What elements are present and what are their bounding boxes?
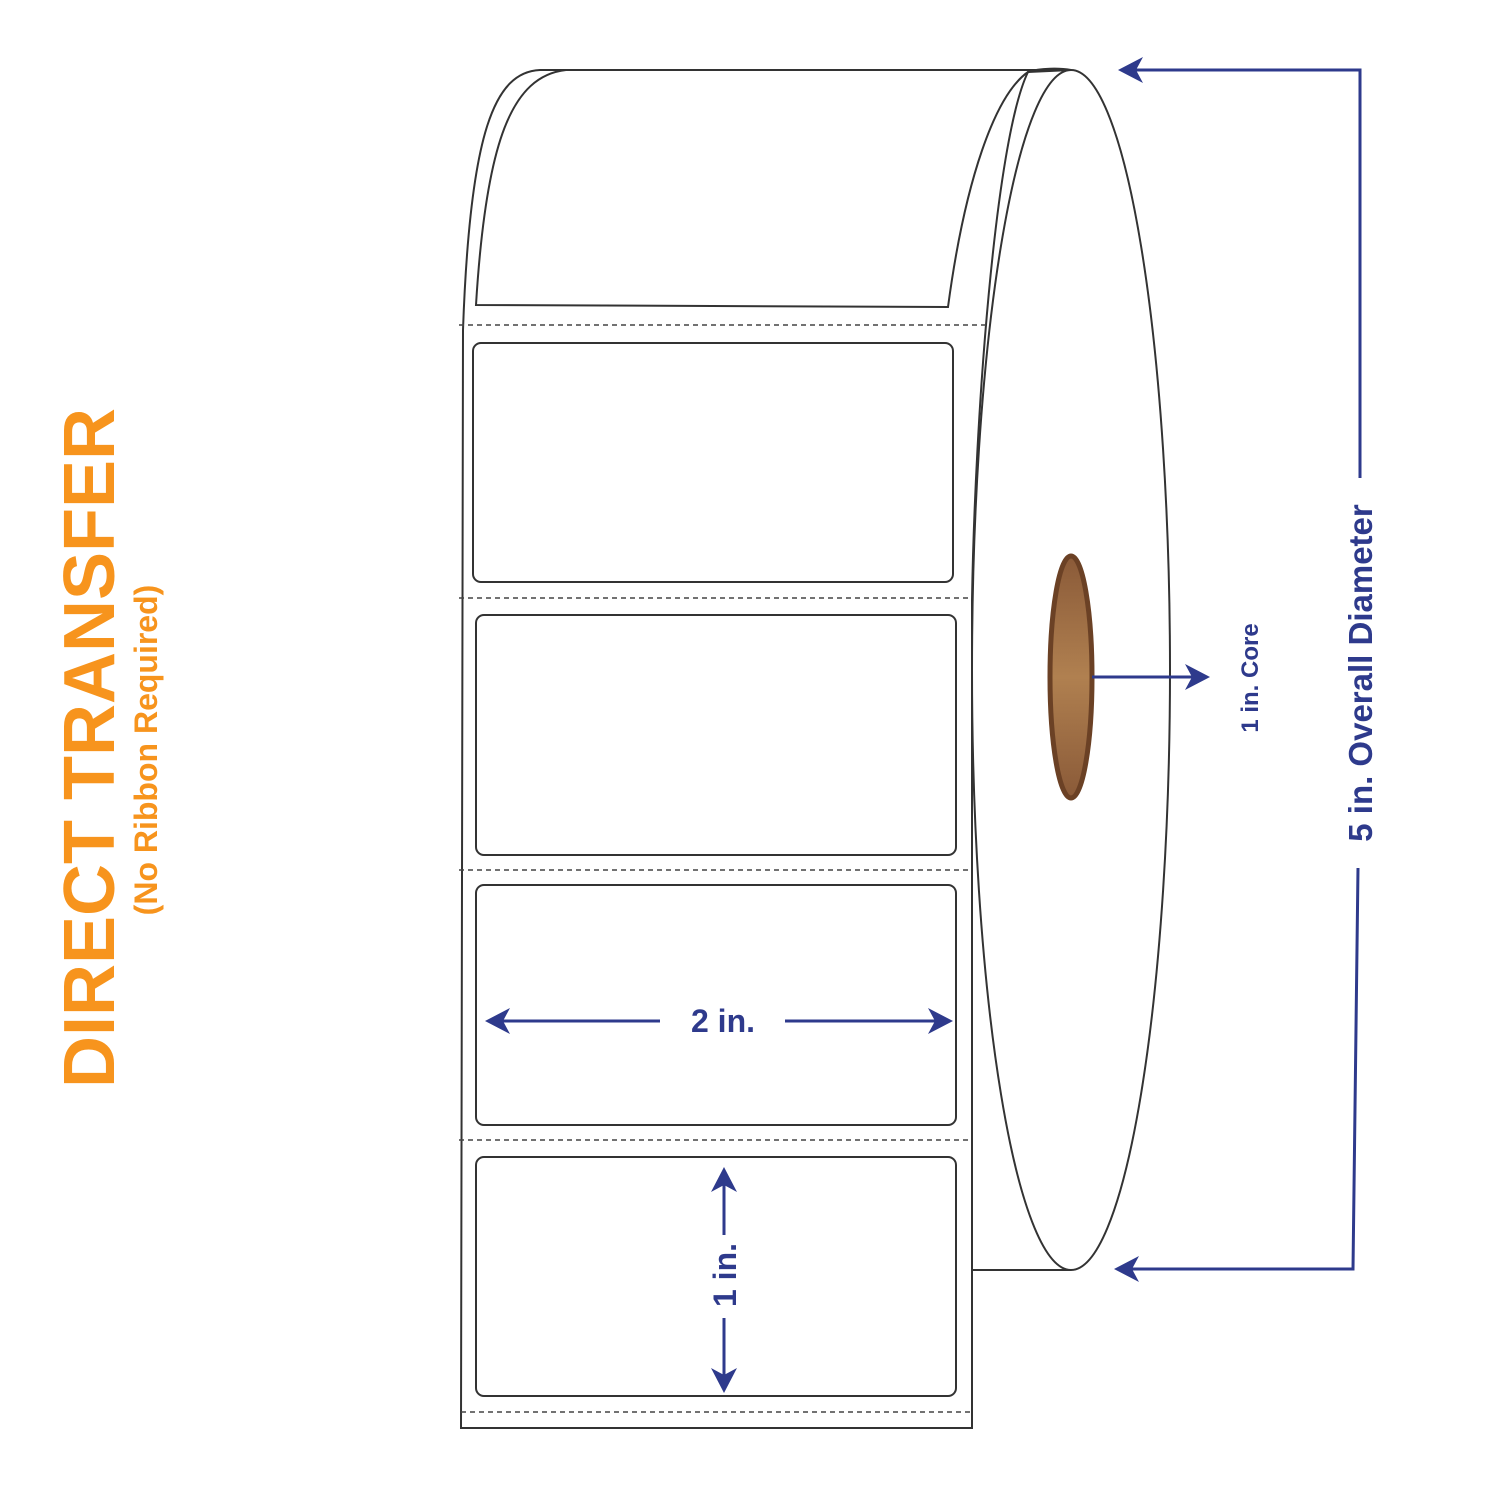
- height-dimension-arrow: [711, 1167, 737, 1393]
- label-3: [475, 884, 957, 1126]
- diameter-dimension-bracket: [1114, 57, 1362, 1282]
- overall-diameter-text: 5 in. Overall Diameter: [1342, 504, 1379, 842]
- label-width-text: 2 in.: [691, 1003, 755, 1039]
- label-2: [475, 614, 957, 856]
- core-dimension-arrow: [1092, 664, 1210, 690]
- core-size-text: 1 in. Core: [1237, 623, 1264, 732]
- label-4: [475, 1156, 957, 1397]
- roll-top-outer-edge: [1027, 67, 1072, 73]
- diagram-title: DIRECT TRANSFER: [50, 408, 130, 1088]
- core-icon: [1047, 553, 1095, 801]
- width-dimension-arrow: [485, 1008, 953, 1034]
- diagram-subtitle: (No Ribbon Required): [128, 585, 164, 916]
- roll-top-inner-edge: [474, 69, 1029, 309]
- label-1: [472, 342, 954, 583]
- label-height-text: 1 in.: [707, 1243, 743, 1307]
